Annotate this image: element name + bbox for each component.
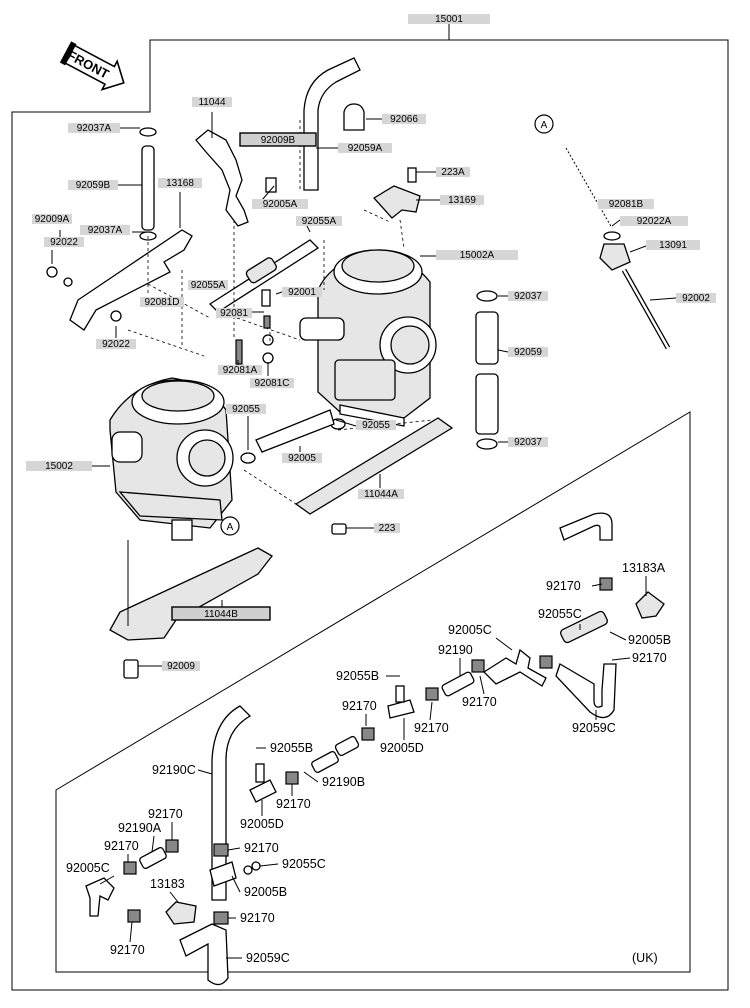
tag-92066: 92066 (390, 114, 418, 125)
tag-11044b: 11044B (204, 609, 238, 620)
callout-92055c-a: 92055C (538, 607, 582, 621)
callout-92190b: 92190B (322, 775, 365, 789)
rod-92059b-drawing (141, 145, 155, 231)
callout-92005b-b: 92005B (244, 885, 287, 899)
callout-92170-d: 92170 (342, 699, 377, 713)
tag-92059b: 92059B (76, 180, 111, 191)
tag-92081d: 92081D (144, 297, 179, 308)
callout-a-top: A (534, 114, 554, 134)
callout-92055c-b: 92055C (282, 857, 326, 871)
tag-223a: 223A (441, 167, 465, 178)
tag-92009a: 92009A (35, 214, 70, 225)
callout-92170-a: 92170 (546, 579, 581, 593)
tag-92081b: 92081B (609, 199, 644, 210)
tag-92009: 92009 (167, 661, 195, 672)
tag-92059: 92059 (514, 347, 542, 358)
bracket-13169-drawing (372, 185, 421, 219)
tag-92022a: 92022A (637, 216, 672, 227)
svg-text:A: A (227, 522, 234, 533)
uk-leader-lines (99, 576, 647, 959)
tag-92022-2: 92022 (102, 339, 130, 350)
tag-15002a: 15002A (460, 250, 495, 261)
tag-92037: 92037 (514, 291, 542, 302)
callout-92055b-b: 92055B (270, 741, 313, 755)
callout-92005c-b: 92005C (66, 861, 110, 875)
region-note: (UK) (632, 951, 658, 965)
callout-a-lower: A (220, 516, 240, 536)
tag-223: 223 (379, 523, 396, 534)
tag-11044a: 11044A (364, 489, 398, 500)
callout-92059c-b: 92059C (246, 951, 290, 965)
tag-92022: 92022 (50, 237, 78, 248)
plate-11044a-drawing (294, 417, 454, 515)
callout-92005d-a: 92005D (380, 741, 424, 755)
tag-92055a-2: 92055A (191, 280, 226, 291)
tag-13169: 13169 (448, 195, 476, 206)
callout-92170-g: 92170 (148, 807, 183, 821)
callout-92190c: 92190C (152, 763, 196, 777)
tag-15002: 15002 (45, 461, 73, 472)
tag-92002: 92002 (682, 293, 710, 304)
callout-92170-c: 92170 (462, 695, 497, 709)
uk-callouts: 13183A 92170 92055C 92005C 92005B 92190 … (66, 561, 671, 965)
callout-13183: 13183 (150, 877, 185, 891)
callout-92005d-b: 92005D (240, 817, 284, 831)
leader-lines (51, 23, 677, 667)
callout-92005c-a: 92005C (448, 623, 492, 637)
carburetor-15002a-drawing (299, 249, 437, 427)
callout-92059c-a: 92059C (572, 721, 616, 735)
tag-92037a-2: 92037A (88, 225, 123, 236)
tag-92037-2: 92037 (514, 437, 542, 448)
callout-92170-k: 92170 (110, 943, 145, 957)
hose-92059-drawing (475, 290, 499, 450)
front-arrow-icon: FRONT (59, 41, 125, 91)
plate-11044b-drawing (109, 547, 273, 641)
tag-92001: 92001 (288, 287, 316, 298)
tag-92081: 92081 (220, 308, 248, 319)
tag-92009b: 92009B (261, 135, 296, 146)
tag-92037a: 92037A (77, 123, 112, 134)
callout-92170-b: 92170 (632, 651, 667, 665)
callout-92170-e: 92170 (414, 721, 449, 735)
spring-92081b-drawing (565, 147, 671, 350)
tag-92081a: 92081A (223, 365, 258, 376)
tag-92055a: 92055A (302, 216, 337, 227)
callout-13183a: 13183A (622, 561, 666, 575)
tag-92059a: 92059A (348, 143, 383, 154)
tag-11044: 11044 (198, 97, 226, 108)
callout-92190a: 92190A (118, 821, 162, 835)
tag-92005a: 92005A (263, 199, 298, 210)
tag-92005: 92005 (288, 453, 316, 464)
tag-13168: 13168 (166, 178, 194, 189)
cap-92066-drawing (343, 103, 365, 131)
bracket-13168-drawing (69, 229, 193, 331)
callout-92170-h: 92170 (104, 839, 139, 853)
callout-92005b-a: 92005B (628, 633, 671, 647)
part-tags: 15001 11044 92066 92037A 92009B 92059A 2… (26, 14, 716, 672)
outer-frame (11, 39, 729, 991)
bracket-11044-drawing (195, 129, 249, 227)
tag-13091: 13091 (659, 240, 687, 251)
callout-92190: 92190 (438, 643, 473, 657)
tag-92081c: 92081C (254, 378, 289, 389)
fasteners-drawing (46, 167, 417, 679)
uk-subframe (55, 411, 691, 973)
tag-92055: 92055 (232, 404, 260, 415)
callout-92170-j: 92170 (240, 911, 275, 925)
callout-92055b-a: 92055B (336, 669, 379, 683)
dashed-lines (127, 120, 433, 505)
callout-92170-f: 92170 (276, 797, 311, 811)
hose-92059a-drawing (303, 57, 361, 191)
carburetor-15002-drawing (109, 377, 234, 541)
callout-92170-i: 92170 (244, 841, 279, 855)
tag-15001: 15001 (435, 14, 463, 25)
svg-text:A: A (541, 120, 548, 131)
tag-92055-2: 92055 (362, 420, 390, 431)
